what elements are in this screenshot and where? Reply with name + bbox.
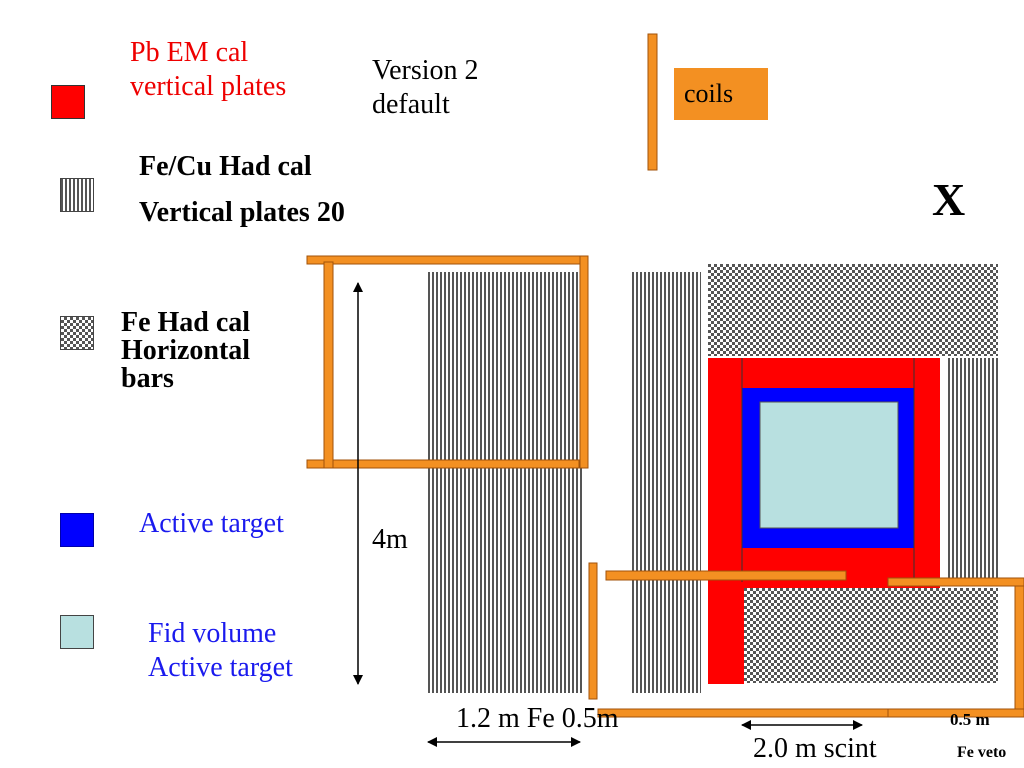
fid-volume-swatch [60, 615, 94, 649]
coil-left-vertical [323, 261, 334, 469]
version-label: Version 2 default [372, 55, 479, 120]
fid-volume-label: Fid volume Active target [148, 618, 293, 683]
fid-volume-block [759, 401, 899, 529]
fecu-had-cal-left [426, 272, 582, 693]
coil-frames [306, 255, 1024, 718]
fe-had-cal-bottom [708, 588, 998, 683]
fe-length-dimension-label: 1.2 m Fe 0.5m [456, 703, 619, 734]
coil-right-vertical [1014, 585, 1024, 717]
veto-label: Fe veto [957, 744, 1007, 761]
fecu-had-cal-label-2: Vertical plates 20 [139, 197, 345, 228]
coil-left-right-vertical [579, 255, 589, 469]
fe-had-cal-top [708, 264, 998, 356]
fe-had-cal-swatch [60, 316, 94, 350]
pb-em-cal-swatch [51, 85, 85, 119]
coil-mid-horizontal [605, 570, 847, 581]
coil-left-bottom-bar [306, 459, 580, 469]
fecu-had-cal-label-1: Fe/Cu Had cal [139, 151, 312, 182]
coil-mid-vertical [588, 562, 598, 700]
active-target-label: Active target [139, 508, 284, 539]
fecu-had-cal-middle [631, 272, 701, 693]
coil-legend-bar [647, 33, 658, 171]
fecu-had-cal-swatch [60, 178, 94, 212]
veto-thickness-label: 0.5 m [950, 710, 990, 729]
scint-length-dimension-label: 2.0 m scint [753, 733, 877, 764]
fecu-had-cal-right [946, 358, 998, 582]
view-x-label: X [932, 174, 966, 225]
em-cal-lower-strip [708, 588, 744, 684]
coil-right-top [887, 577, 1024, 587]
coil-bottom-right [887, 708, 1024, 718]
coil-left-top-bar [306, 255, 589, 265]
height-dimension-label: 4m [372, 524, 408, 555]
fe-had-cal-label: Fe Had cal Horizontal bars [121, 307, 251, 394]
coils-label: coils [674, 68, 768, 120]
pb-em-cal-label: Pb EM cal vertical plates [130, 37, 287, 102]
active-target-swatch [60, 513, 94, 547]
